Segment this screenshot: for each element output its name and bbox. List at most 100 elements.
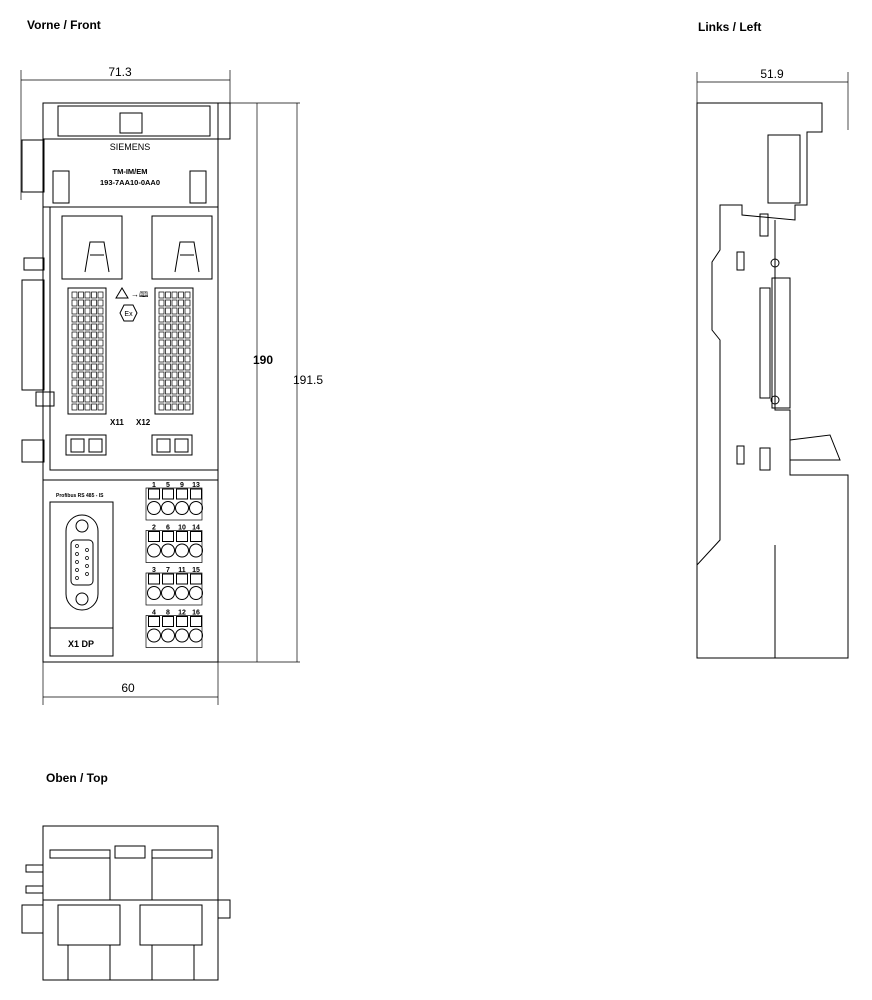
connector-pin [158, 323, 165, 331]
x12-label: X12 [136, 418, 151, 427]
terminal-hole [161, 586, 175, 600]
connector-pin [78, 339, 84, 347]
terminal-hole [189, 628, 203, 643]
connector-pin [165, 331, 171, 339]
connector-pin [184, 403, 191, 411]
terminal-release [190, 573, 202, 585]
terminal-hole [147, 586, 161, 600]
connector-pin [158, 403, 165, 411]
terminal-hole [161, 628, 175, 643]
connector-pin [178, 363, 184, 371]
terminal-release [176, 488, 188, 500]
port-label: X1 DP [68, 639, 94, 649]
connector-pin [84, 331, 91, 339]
connector-pin [184, 307, 191, 315]
connector-pin [71, 347, 78, 355]
order-number: 193-7AA10-0AA0 [100, 178, 160, 187]
top-view-title: Oben / Top [46, 771, 108, 785]
connector-pin [84, 291, 91, 299]
connector-pin [184, 371, 191, 379]
connector-pin [97, 371, 104, 379]
connector-x11 [67, 287, 107, 415]
connector-pin [78, 331, 84, 339]
terminal-release [190, 616, 202, 627]
terminal-hole [189, 501, 203, 515]
terminal-hole [175, 501, 189, 515]
connector-pin [71, 395, 78, 403]
terminal-number: 13 [192, 482, 200, 489]
connector-pin [97, 355, 104, 363]
connector-pin [78, 347, 84, 355]
ex-mark: Ex [124, 311, 133, 318]
connector-pin [97, 339, 104, 347]
terminal-number: 9 [180, 482, 184, 489]
terminal-group [145, 487, 203, 521]
connector-pin [71, 315, 78, 323]
left-view: 51.9 [696, 67, 849, 659]
connector-pin [91, 355, 97, 363]
connector-pin [171, 379, 178, 387]
connector-pin [71, 387, 78, 395]
sub-d-pin [75, 560, 79, 564]
manual-icon: →🕮 [131, 290, 149, 299]
connector-pin [71, 299, 78, 307]
connector-pin [158, 339, 165, 347]
connector-pin [184, 291, 191, 299]
connector-pin [171, 395, 178, 403]
module-type: TM-IM/EM [113, 167, 148, 176]
terminal-hole [175, 586, 189, 600]
connector-pin [158, 371, 165, 379]
connector-pin [184, 363, 191, 371]
connector-pin [78, 395, 84, 403]
connector-pin [171, 331, 178, 339]
connector-pin [165, 363, 171, 371]
connector-pin [84, 387, 91, 395]
connector-pin [78, 323, 84, 331]
connector-pin [71, 331, 78, 339]
connector-pin [184, 387, 191, 395]
dim-71-3: 71.3 [108, 65, 132, 79]
connector-pin [158, 379, 165, 387]
terminal-hole [161, 543, 175, 558]
connector-pin [91, 307, 97, 315]
connector-pin [178, 299, 184, 307]
terminal-release [176, 531, 188, 542]
connector-pin [91, 387, 97, 395]
sub-d-connector [65, 514, 99, 611]
connector-pin [184, 395, 191, 403]
connector-pin [84, 299, 91, 307]
dim-191-5: 191.5 [293, 373, 323, 387]
connector-pin [71, 363, 78, 371]
terminal-number: 11 [178, 567, 186, 574]
connector-pin [84, 323, 91, 331]
connector-pin [78, 315, 84, 323]
connector-pin [71, 379, 78, 387]
terminal-number: 6 [166, 525, 170, 532]
connector-pin [178, 355, 184, 363]
connector-pin [184, 299, 191, 307]
connector-pin [165, 395, 171, 403]
connector-pin [97, 299, 104, 307]
terminal-number: 10 [178, 525, 186, 532]
connector-pin [158, 395, 165, 403]
dimension-front-width-top: 71.3 [20, 65, 231, 200]
connector-pin [171, 355, 178, 363]
connector-pin [171, 291, 178, 299]
connector-pin [158, 291, 165, 299]
connector-pin [165, 323, 171, 331]
connector-pin [184, 331, 191, 339]
connector-pin [91, 347, 97, 355]
terminal-number: 15 [192, 567, 200, 574]
connector-pin [91, 291, 97, 299]
connector-pin [165, 347, 171, 355]
connector-pin [84, 307, 91, 315]
connector-pin [165, 299, 171, 307]
terminal-release [176, 573, 188, 585]
connector-pin [171, 347, 178, 355]
connector-pin [91, 315, 97, 323]
connector-pin [184, 355, 191, 363]
sub-d-pin [75, 568, 79, 572]
x11-label: X11 [110, 418, 124, 427]
bus-label: Profibus RS 485 - IS [56, 493, 104, 499]
connector-pin [84, 363, 91, 371]
